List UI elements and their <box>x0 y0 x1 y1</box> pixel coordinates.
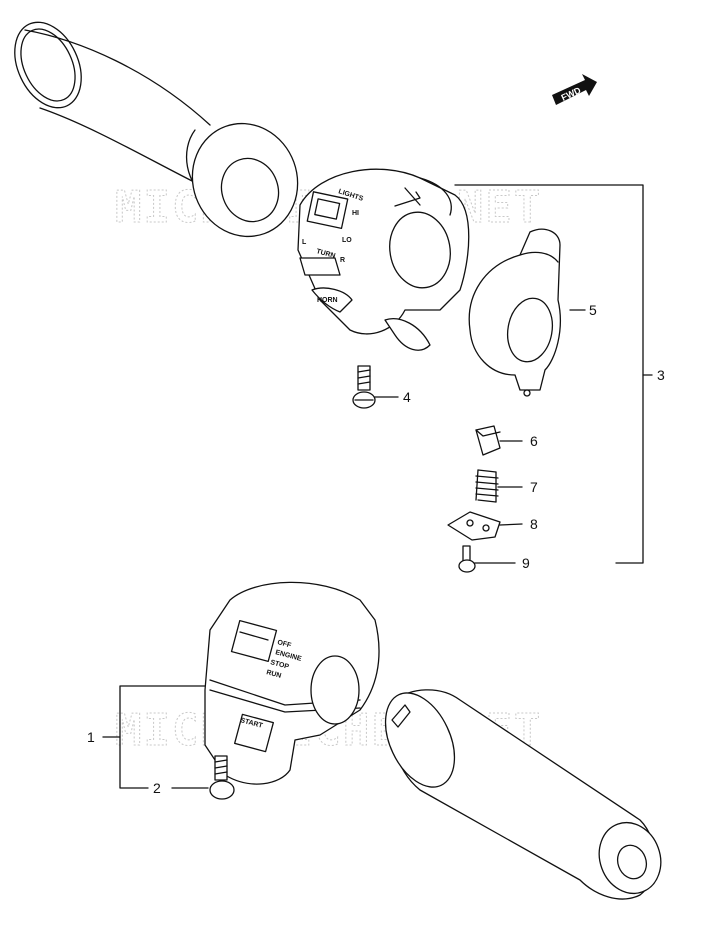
part-7-spring-drawing <box>475 469 499 503</box>
callout-3: 3 <box>657 367 665 383</box>
stop-label: STOP <box>269 659 289 671</box>
left-grip-drawing <box>14 21 299 238</box>
run-label: RUN <box>265 669 281 680</box>
off-label: OFF <box>276 639 292 650</box>
callout-6: 6 <box>530 433 538 449</box>
part-4-screw-drawing <box>352 365 376 409</box>
r-label: R <box>340 257 345 264</box>
horn-label: HORN <box>317 297 338 304</box>
l-label: L <box>302 239 307 246</box>
callout-5: 5 <box>589 302 597 318</box>
part-6-knob-drawing <box>475 425 501 456</box>
callout-leaders <box>102 184 653 789</box>
callout-4: 4 <box>403 389 411 405</box>
part-8-plate-drawing <box>447 511 501 541</box>
callout-1: 1 <box>87 729 95 745</box>
right-grip-drawing <box>384 689 662 900</box>
lo-label: LO <box>342 237 352 244</box>
callout-9: 9 <box>522 555 530 571</box>
part-2-screw-drawing <box>209 755 235 800</box>
callout-8: 8 <box>530 516 538 532</box>
fwd-arrow-icon: FWD <box>552 74 597 105</box>
left-switch-housing-drawing: LIGHTS HI LO TURN L R HORN <box>297 168 470 351</box>
part-5-housing-drawing <box>468 228 561 397</box>
right-switch-housing-drawing: OFF ENGINE STOP RUN START <box>204 581 380 785</box>
callout-7: 7 <box>530 479 538 495</box>
hi-label: HI <box>352 210 359 217</box>
turn-label: TURN <box>315 248 336 260</box>
callout-2: 2 <box>153 780 161 796</box>
part-9-screw-drawing <box>458 545 476 573</box>
